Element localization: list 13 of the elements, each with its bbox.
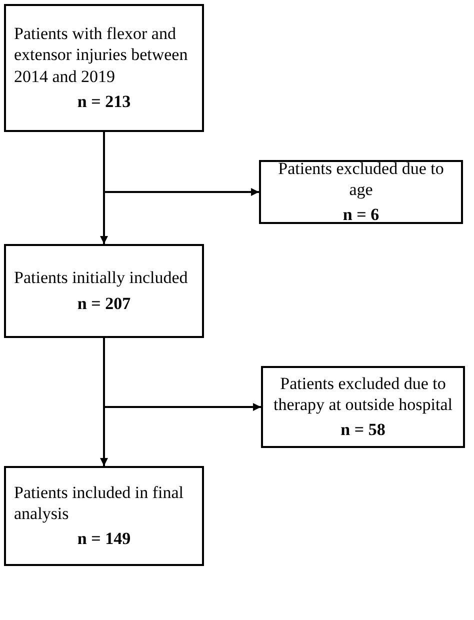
process-box bbox=[261, 366, 465, 448]
box-text: Patients initially included bbox=[14, 267, 189, 289]
process-box bbox=[4, 466, 204, 566]
process-box bbox=[4, 244, 204, 338]
process-box bbox=[259, 160, 463, 224]
arrow bbox=[103, 132, 259, 196]
count-text: n = 213 bbox=[76, 90, 132, 113]
count-text: n = 207 bbox=[76, 292, 132, 315]
process-box bbox=[4, 4, 204, 132]
count-text: n = 58 bbox=[340, 419, 386, 442]
arrow bbox=[103, 338, 261, 411]
count-text: n = 6 bbox=[342, 204, 380, 226]
count-text: n = 149 bbox=[76, 528, 132, 550]
